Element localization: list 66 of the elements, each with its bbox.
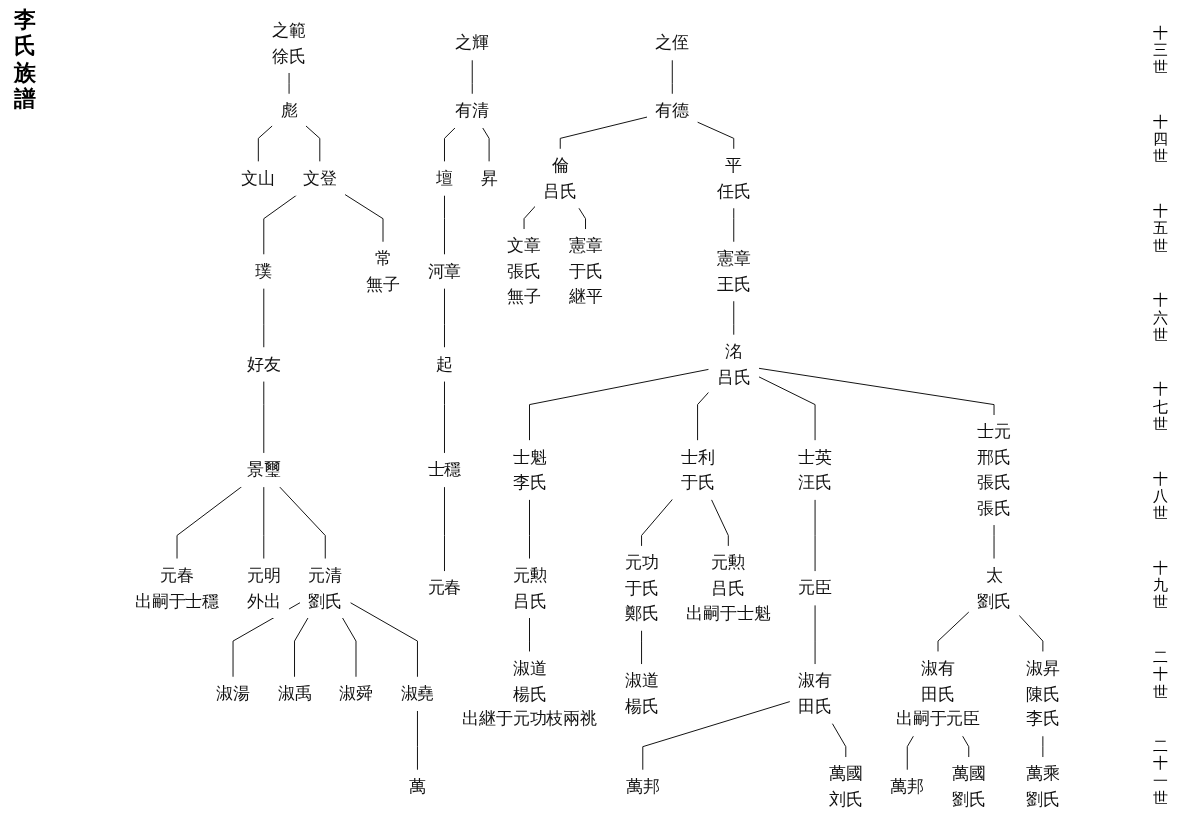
generation-label: 十八世 xyxy=(1153,470,1169,523)
lineage-line xyxy=(529,617,531,653)
lineage-line xyxy=(907,735,915,771)
lineage-line xyxy=(814,604,816,666)
lineage-line xyxy=(733,207,735,243)
lineage-line xyxy=(711,498,730,547)
person-name: 元清 劉氏 xyxy=(300,558,351,618)
lineage-line xyxy=(444,486,446,573)
generation-label: 十三世 xyxy=(1153,24,1169,77)
lineage-line xyxy=(305,125,321,163)
generation-label: 十七世 xyxy=(1153,381,1169,434)
lineage-line xyxy=(832,722,847,759)
lineage-line xyxy=(444,287,446,349)
lineage-line xyxy=(578,207,587,231)
lineage-line xyxy=(444,126,457,163)
lineage-line xyxy=(444,380,446,454)
lineage-line xyxy=(263,287,265,349)
lineage-line xyxy=(993,524,995,560)
generation-label: 十四世 xyxy=(1153,113,1169,166)
lineage-line xyxy=(733,300,735,336)
lineage-line xyxy=(758,367,995,416)
lineage-line xyxy=(279,486,327,560)
lineage-line xyxy=(342,617,357,678)
lineage-line xyxy=(1018,614,1044,653)
lineage-line xyxy=(294,617,310,678)
lineage-line xyxy=(641,629,643,666)
lineage-line xyxy=(1042,735,1044,759)
lineage-line xyxy=(176,486,243,560)
person-name: 憲章 于氏 継平 xyxy=(560,229,612,314)
person-name: 彪 xyxy=(272,93,307,128)
lineage-line xyxy=(263,486,265,560)
lineage-line xyxy=(344,193,384,243)
lineage-line xyxy=(937,611,971,653)
lineage-line xyxy=(232,601,302,678)
lineage-line xyxy=(642,700,792,771)
person-name: 洺 吕氏 xyxy=(708,334,760,395)
lineage-line xyxy=(523,205,537,231)
lineage-line xyxy=(529,368,710,442)
person-name: 太 劉氏 xyxy=(969,558,1020,618)
lineage-line xyxy=(560,116,649,150)
lineage-line xyxy=(472,59,474,95)
lineage-line xyxy=(417,709,419,771)
lineage-line xyxy=(696,121,735,150)
lineage-line xyxy=(672,59,674,95)
lineage-line xyxy=(482,126,490,163)
lineage-line xyxy=(641,498,674,547)
generation-label: 二十一世 xyxy=(1153,738,1169,808)
lineage-line xyxy=(349,601,419,678)
lineage-line xyxy=(263,380,265,454)
generation-label: 十九世 xyxy=(1153,559,1169,612)
lineage-line xyxy=(263,194,298,256)
generation-label: 二十世 xyxy=(1153,649,1169,701)
lineage-line xyxy=(529,498,531,560)
lineage-line xyxy=(288,71,290,95)
lineage-line xyxy=(444,194,446,256)
lineage-line xyxy=(814,498,816,573)
person-name: 元春 xyxy=(419,571,471,606)
generation-label: 十五世 xyxy=(1153,203,1169,255)
generation-label: 十六世 xyxy=(1153,292,1169,345)
lineage-line xyxy=(697,391,710,442)
lineage-line xyxy=(758,376,816,442)
lineage-line xyxy=(258,125,274,163)
person-name: 淑道 楊氏 出継于元功枝兩祧 xyxy=(454,651,606,737)
lineage-line xyxy=(962,735,970,759)
person-name: 文登 xyxy=(294,161,346,196)
title: 李氏族譜 xyxy=(14,6,37,112)
